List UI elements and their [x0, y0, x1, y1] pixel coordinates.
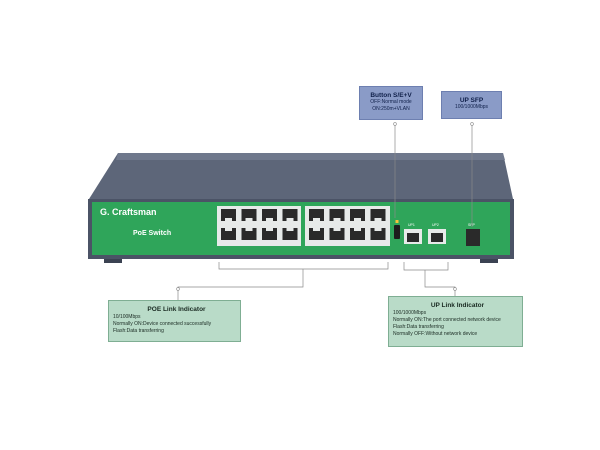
- mode-button[interactable]: [394, 225, 400, 239]
- poe-leader-dot: [176, 287, 180, 291]
- poe-port-latch: [225, 218, 232, 221]
- mode-button-led: [395, 220, 399, 223]
- poe-port-latch: [245, 218, 253, 221]
- poe-port[interactable]: [282, 228, 298, 240]
- poe-port[interactable]: [329, 209, 345, 221]
- button-callout-title: Button S/E+V: [370, 92, 412, 99]
- switch-foot-left: [104, 259, 122, 263]
- poe-port[interactable]: [329, 228, 345, 240]
- uplink-2-label: UP2: [432, 223, 439, 227]
- poe-port-latch: [313, 228, 320, 231]
- poe-port[interactable]: [282, 209, 298, 221]
- button-leader-dot: [393, 122, 397, 126]
- poe-link-callout-line: Normally ON:Device connected successfull…: [113, 321, 212, 327]
- poe-port-latch: [286, 218, 294, 221]
- poe-port-latch: [245, 228, 253, 231]
- poe-port[interactable]: [370, 228, 386, 240]
- poe-indicator-leader: [218, 262, 389, 270]
- sfp-leader-dot: [470, 122, 474, 126]
- poe-port-latch: [313, 218, 320, 221]
- poe-port[interactable]: [370, 209, 386, 221]
- switch-top-cover: [89, 153, 513, 199]
- poe-link-indicator-callout: POE Link Indicator 10/100Mbps Normally O…: [108, 300, 241, 342]
- poe-port-latch: [374, 228, 382, 231]
- poe-indicator-leader-drop: [177, 269, 304, 300]
- poe-port-latch: [354, 228, 361, 231]
- button-callout-line: ON:250m+VLAN: [372, 106, 410, 112]
- poe-port[interactable]: [241, 209, 257, 221]
- up-sfp-callout: UP SFP 100/1000Mbps: [441, 91, 502, 119]
- poe-port-latch: [354, 218, 361, 221]
- button-callout-line: OFF:Normal mode: [370, 99, 412, 105]
- up-link-callout-line: Normally ON:The port connected network d…: [393, 317, 501, 323]
- poe-link-callout-line: Flash:Data transferring: [113, 328, 164, 334]
- up-link-callout-line: Flash:Data transferring: [393, 324, 444, 330]
- up-indicator-leader: [403, 262, 449, 271]
- poe-port-latch: [286, 228, 294, 231]
- poe-port[interactable]: [350, 228, 365, 240]
- brand-logo: G. Craftsman: [100, 207, 157, 217]
- poe-port-latch: [266, 218, 273, 221]
- poe-port[interactable]: [309, 228, 324, 240]
- poe-port-latch: [225, 228, 232, 231]
- poe-port[interactable]: [262, 209, 277, 221]
- model-label: PoE Switch: [133, 230, 171, 237]
- button-callout: Button S/E+V OFF:Normal mode ON:250m+VLA…: [359, 86, 423, 120]
- up-indicator-leader-drop: [424, 270, 456, 296]
- poe-port-latch: [333, 218, 341, 221]
- up-link-callout-line: 100/1000Mbps: [393, 310, 427, 316]
- poe-port-latch: [266, 228, 273, 231]
- uplink-port-1-jack: [407, 233, 419, 242]
- poe-port[interactable]: [241, 228, 257, 240]
- poe-port-latch: [333, 228, 341, 231]
- poe-port[interactable]: [221, 209, 236, 221]
- uplink-port-2-jack: [431, 233, 443, 242]
- uplink-1-label: UP1: [408, 223, 415, 227]
- switch-foot-right: [480, 259, 498, 263]
- up-leader-dot: [453, 287, 457, 291]
- poe-port[interactable]: [309, 209, 324, 221]
- switch-top-highlight: [116, 153, 505, 160]
- up-link-callout-line: Normally OFF:Without network device: [393, 331, 478, 337]
- up-link-indicator-callout: UP Link Indicator 100/1000Mbps Normally …: [388, 296, 523, 347]
- poe-port-latch: [374, 218, 382, 221]
- up-sfp-callout-title: UP SFP: [459, 97, 484, 104]
- poe-link-callout-title: POE Link Indicator: [147, 306, 206, 313]
- poe-port[interactable]: [262, 228, 277, 240]
- poe-port[interactable]: [221, 228, 236, 240]
- sfp-port[interactable]: [466, 229, 480, 246]
- up-link-callout-title: UP Link Indicator: [430, 302, 485, 309]
- up-sfp-callout-line: 100/1000Mbps: [454, 104, 489, 110]
- poe-port[interactable]: [350, 209, 365, 221]
- poe-link-callout-line: 10/100Mbps: [113, 314, 141, 320]
